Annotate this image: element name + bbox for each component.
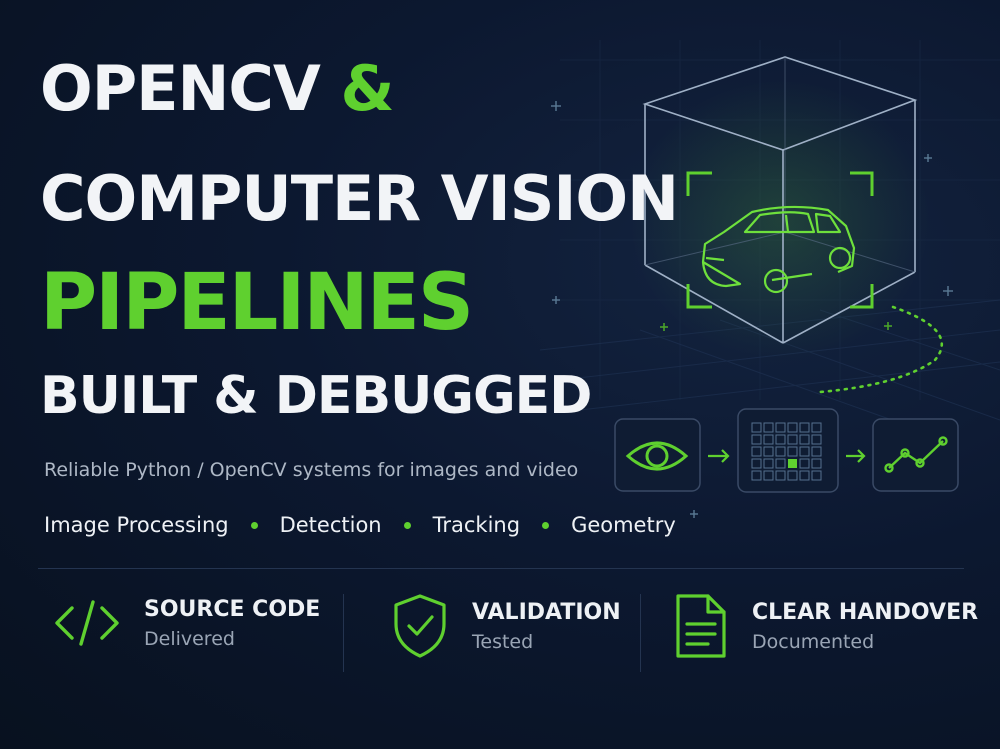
headline-ampersand: & <box>340 52 394 125</box>
sparkle-marks <box>551 101 953 518</box>
feature-title: CLEAR HANDOVER <box>752 599 979 625</box>
feature-source-code: SOURCE CODE Delivered <box>52 592 320 654</box>
pipeline-box-eye <box>614 418 701 492</box>
divider-line <box>38 568 964 569</box>
detection-box <box>686 171 874 309</box>
cube-outline <box>642 56 918 344</box>
feature-divider <box>640 594 641 672</box>
sparkle-marks-green <box>660 322 892 331</box>
feature-divider <box>343 594 344 672</box>
highlighted-pixel <box>788 459 797 468</box>
subtitle: Reliable Python / OpenCV systems for ima… <box>44 459 579 481</box>
feature-subtitle: Delivered <box>144 627 235 650</box>
eye-icon <box>625 441 689 471</box>
feature-title: VALIDATION <box>472 599 621 625</box>
pixel-grid-icon <box>751 422 822 481</box>
bullet-dot <box>403 521 411 529</box>
feature-title: SOURCE CODE <box>144 596 321 622</box>
feature-text: VALIDATION Tested <box>472 600 621 653</box>
feature-validation: VALIDATION Tested <box>390 592 621 660</box>
floor-grid <box>539 299 1000 431</box>
feature-clear-handover: CLEAR HANDOVER Documented <box>672 592 978 660</box>
tag-item: Detection <box>279 513 382 537</box>
arrow-icon <box>708 449 730 463</box>
shield-check-icon <box>390 592 450 660</box>
code-icon <box>52 592 122 654</box>
dotted-connector <box>818 305 944 394</box>
headline-line-2: COMPUTER VISION <box>40 162 679 235</box>
feature-text: CLEAR HANDOVER Documented <box>752 600 978 653</box>
tag-list: Image Processing Detection Tracking Geom… <box>44 513 676 537</box>
tag-item: Image Processing <box>44 513 229 537</box>
document-icon <box>672 592 730 660</box>
pipeline-box-chart <box>872 418 959 492</box>
arrow-icon <box>846 449 866 463</box>
headline-line-3: PIPELINES <box>40 258 474 348</box>
bullet-dot <box>250 521 258 529</box>
headline-opencv: OPENCV <box>40 52 321 125</box>
feature-text: SOURCE CODE Delivered <box>144 597 320 650</box>
tag-item: Tracking <box>432 513 521 537</box>
bullet-dot <box>542 521 550 529</box>
cube-hidden-edges <box>644 57 916 273</box>
feature-subtitle: Tested <box>472 630 534 653</box>
headline-line-4: BUILT & DEBUGGED <box>40 366 592 426</box>
feature-subtitle: Documented <box>752 630 875 653</box>
trend-line-icon <box>884 436 948 473</box>
headline-line-1: OPENCV & <box>40 52 395 125</box>
tag-item: Geometry <box>571 513 676 537</box>
car-icon <box>701 205 856 294</box>
